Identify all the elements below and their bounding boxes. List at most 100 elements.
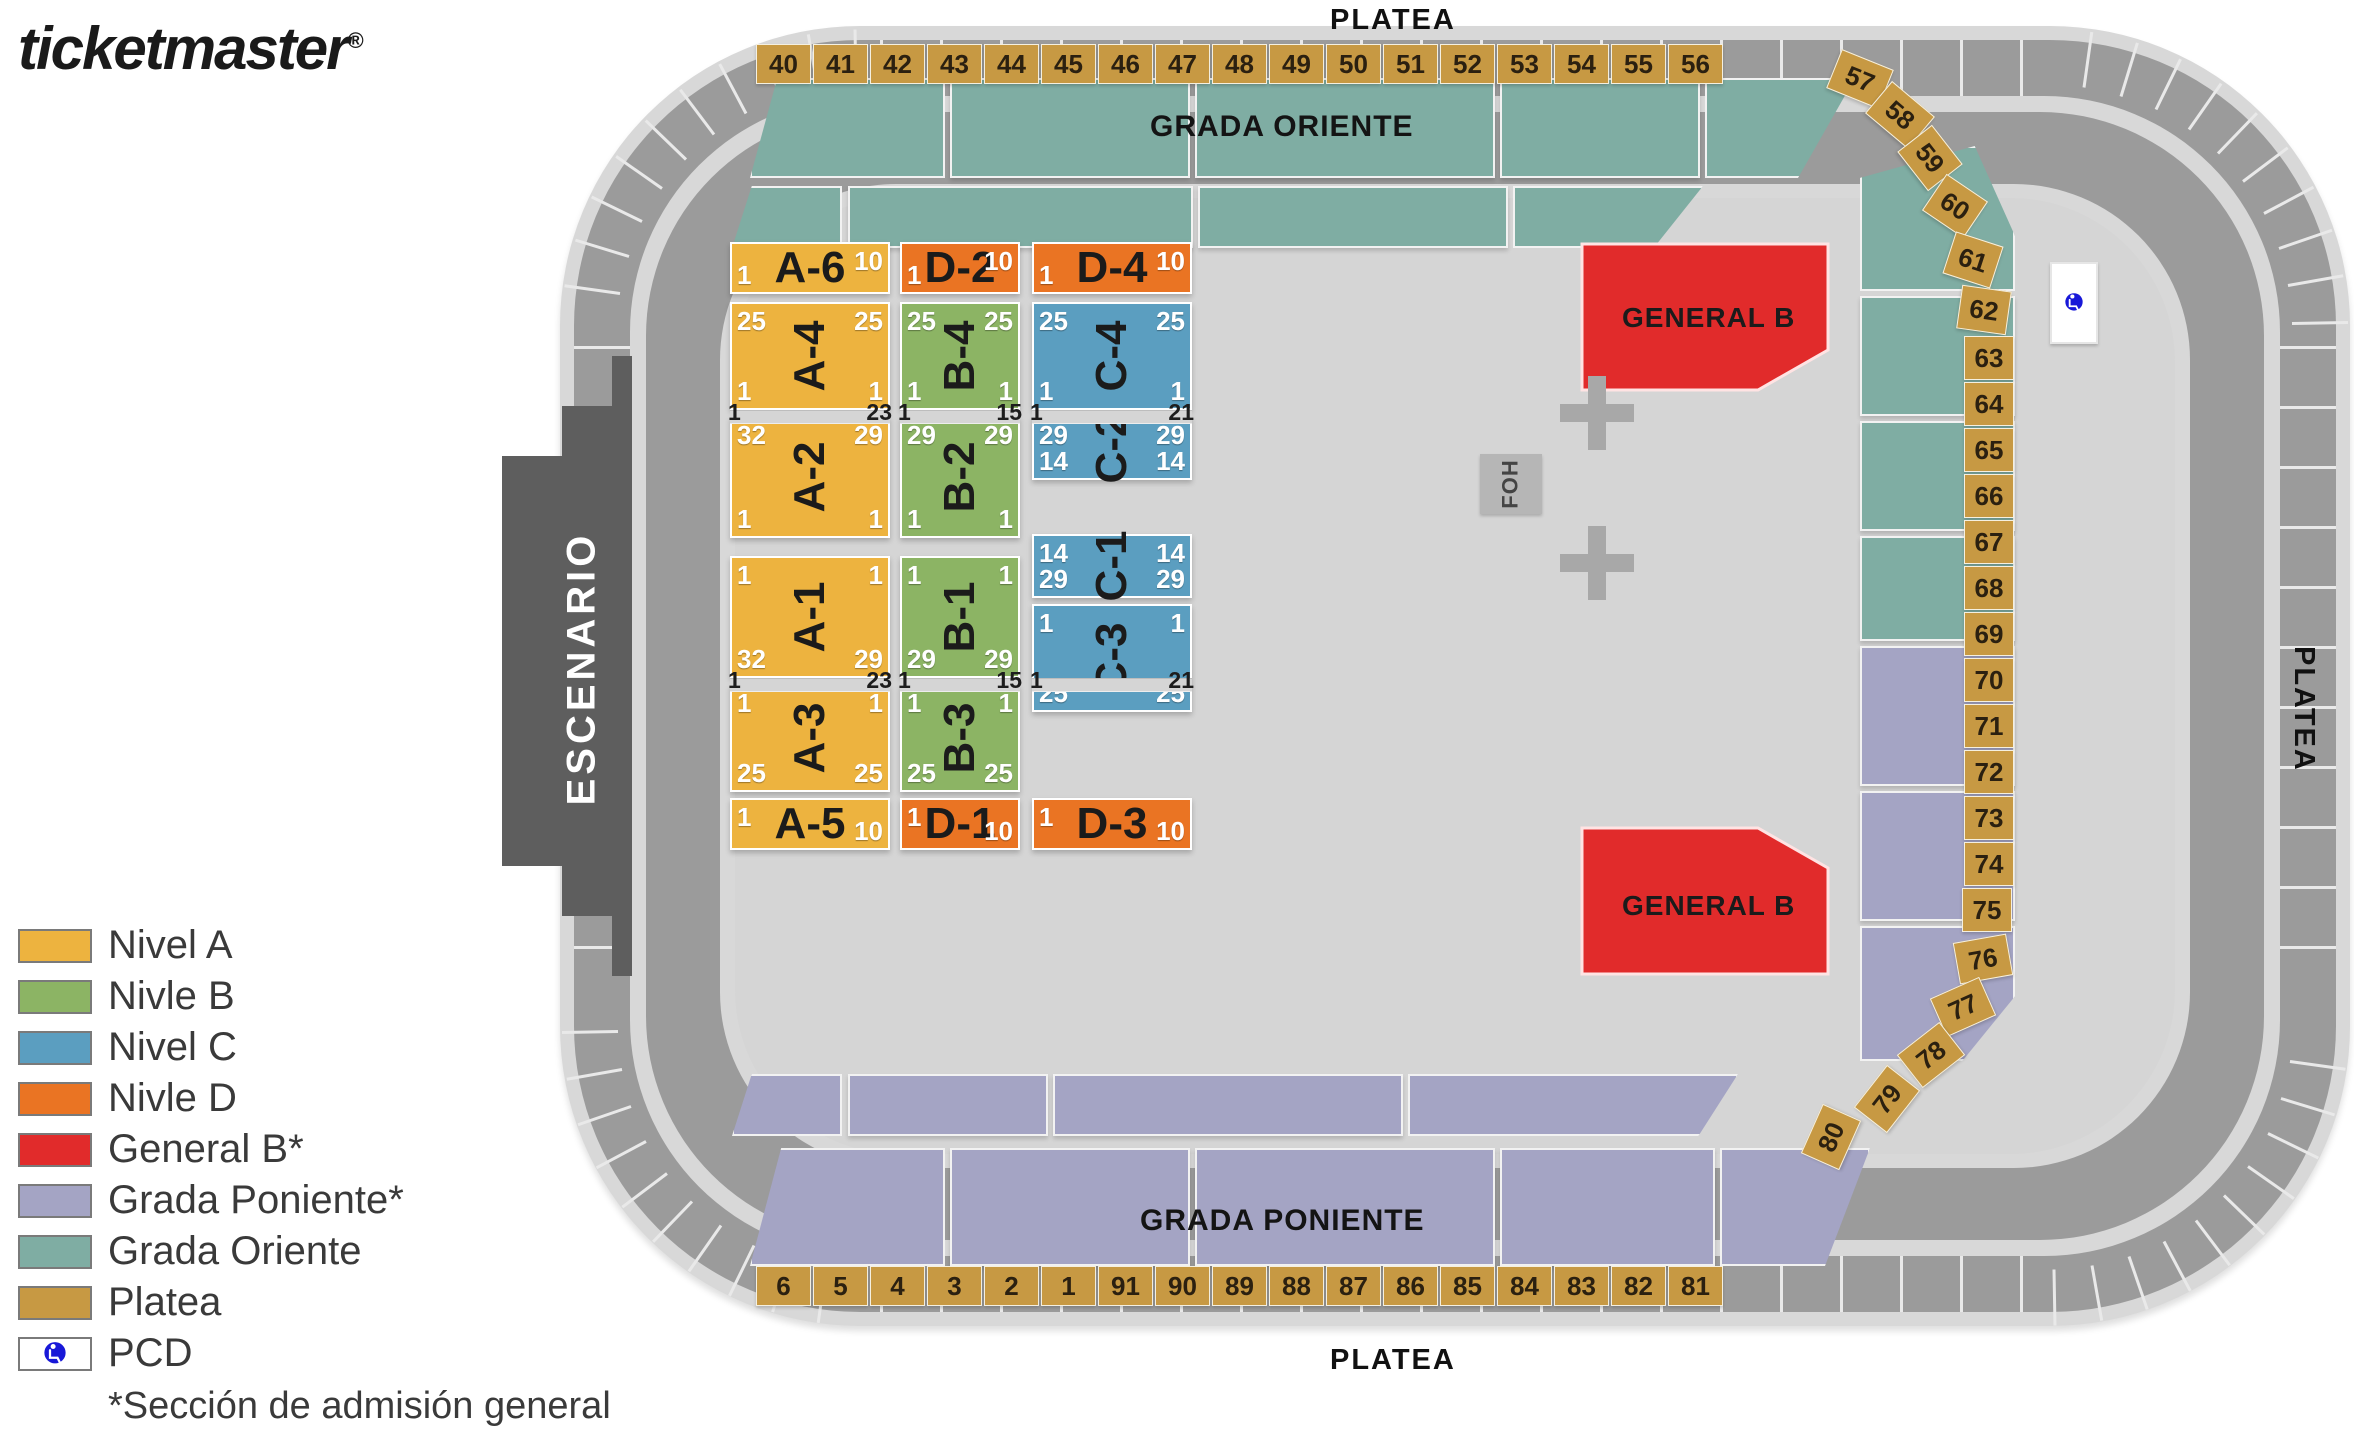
legend-item-grada-poniente[interactable]: Grada Poniente* <box>18 1175 611 1226</box>
legend-item-nivle-d[interactable]: Nivle D <box>18 1073 611 1124</box>
legend-item-nivel-c[interactable]: Nivel C <box>18 1022 611 1073</box>
platea-section[interactable]: 49 <box>1269 44 1324 84</box>
platea-section[interactable]: 68 <box>1964 566 2014 610</box>
platea-section[interactable]: 3 <box>927 1266 982 1306</box>
platea-section[interactable]: 75 <box>1962 888 2012 932</box>
platea-section[interactable]: 52 <box>1440 44 1495 84</box>
platea-section[interactable]: 91 <box>1098 1266 1153 1306</box>
platea-section[interactable]: 40 <box>756 44 811 84</box>
platea-section[interactable]: 51 <box>1383 44 1438 84</box>
platea-section[interactable]: 84 <box>1497 1266 1552 1306</box>
platea-section[interactable]: 87 <box>1326 1266 1381 1306</box>
platea-section[interactable]: 71 <box>1964 704 2014 748</box>
platea-section[interactable]: 63 <box>1964 336 2014 380</box>
legend-item-platea[interactable]: Platea <box>18 1277 611 1328</box>
platea-section[interactable]: 41 <box>813 44 868 84</box>
platea-section[interactable]: 66 <box>1964 474 2014 518</box>
oriente-seg-2[interactable] <box>950 78 1190 178</box>
platea-section[interactable]: 74 <box>1964 842 2014 886</box>
platea-section[interactable]: 50 <box>1326 44 1381 84</box>
platea-label-right: PLATEA <box>2288 646 2320 772</box>
platea-section[interactable]: 44 <box>984 44 1039 84</box>
oriente-seg-4[interactable] <box>1500 78 1700 178</box>
ring-tick-bottom <box>1960 1254 1963 1312</box>
platea-section[interactable]: 89 <box>1212 1266 1267 1306</box>
platea-section[interactable]: 54 <box>1554 44 1609 84</box>
platea-section[interactable]: 4 <box>870 1266 925 1306</box>
platea-section[interactable]: 85 <box>1440 1266 1495 1306</box>
platea-section[interactable]: 86 <box>1383 1266 1438 1306</box>
platea-section[interactable]: 69 <box>1964 612 2014 656</box>
platea-section[interactable]: 73 <box>1964 796 2014 840</box>
poniente-up-2[interactable] <box>848 1074 1048 1136</box>
platea-section[interactable]: 55 <box>1611 44 1666 84</box>
oriente-lo-3[interactable] <box>1198 186 1508 248</box>
poniente-up-4[interactable] <box>1408 1074 1738 1136</box>
platea-section[interactable]: 56 <box>1668 44 1723 84</box>
oriente-seg-1[interactable] <box>750 78 945 178</box>
platea-section[interactable]: 42 <box>870 44 925 84</box>
row-number-bl: 1 <box>907 260 922 290</box>
poniente-seg-4[interactable] <box>1500 1148 1715 1266</box>
platea-section[interactable]: 2 <box>984 1266 1039 1306</box>
legend-item-nivel-a[interactable]: Nivel A <box>18 920 611 971</box>
row-number-tl: 14 <box>1039 538 1068 568</box>
platea-section[interactable]: 47 <box>1155 44 1210 84</box>
poniente-seg-2[interactable] <box>950 1148 1190 1266</box>
platea-section[interactable]: 46 <box>1098 44 1153 84</box>
platea-section[interactable]: 72 <box>1964 750 2014 794</box>
legend-item-pcd[interactable]: PCD <box>18 1328 611 1379</box>
floor-section-label: A-5 <box>774 799 846 848</box>
general-b-top-shape[interactable] <box>1580 242 1830 392</box>
platea-section[interactable]: 88 <box>1269 1266 1324 1306</box>
row-number-tl: 1 <box>907 560 922 590</box>
legend-item-general-b[interactable]: General B* <box>18 1124 611 1175</box>
platea-section[interactable]: 70 <box>1964 658 2014 702</box>
poniente-up-3[interactable] <box>1053 1074 1403 1136</box>
poniente-seg-3[interactable] <box>1195 1148 1495 1266</box>
wheelchair-icon <box>2065 293 2083 312</box>
pcd-marker[interactable] <box>2050 262 2098 344</box>
platea-section[interactable]: 90 <box>1155 1266 1210 1306</box>
platea-section[interactable]: 53 <box>1497 44 1552 84</box>
platea-section[interactable]: 6 <box>756 1266 811 1306</box>
platea-section[interactable]: 83 <box>1554 1266 1609 1306</box>
platea-section[interactable]: 67 <box>1964 520 2014 564</box>
legend-item-nivle-b[interactable]: Nivle B <box>18 971 611 1022</box>
platea-section[interactable]: 82 <box>1611 1266 1666 1306</box>
platea-section[interactable]: 45 <box>1041 44 1096 84</box>
oriente-seg-3[interactable] <box>1195 78 1495 178</box>
platea-section[interactable]: 43 <box>927 44 982 84</box>
platea-section[interactable]: 81 <box>1668 1266 1723 1306</box>
platea-section[interactable]: 65 <box>1964 428 2014 472</box>
oriente-lo-2[interactable] <box>848 186 1193 248</box>
poniente-seg-1[interactable] <box>750 1148 945 1266</box>
platea-section[interactable]: 62 <box>1956 284 2012 336</box>
oriente-lo-1[interactable] <box>732 186 842 248</box>
platea-section[interactable]: 64 <box>1964 382 2014 426</box>
general-b-bottom-shape[interactable] <box>1580 826 1830 976</box>
platea-section[interactable]: 1 <box>1041 1266 1096 1306</box>
platea-section[interactable]: 48 <box>1212 44 1267 84</box>
legend-item-grada-oriente[interactable]: Grada Oriente <box>18 1226 611 1277</box>
platea-section[interactable]: 5 <box>813 1266 868 1306</box>
